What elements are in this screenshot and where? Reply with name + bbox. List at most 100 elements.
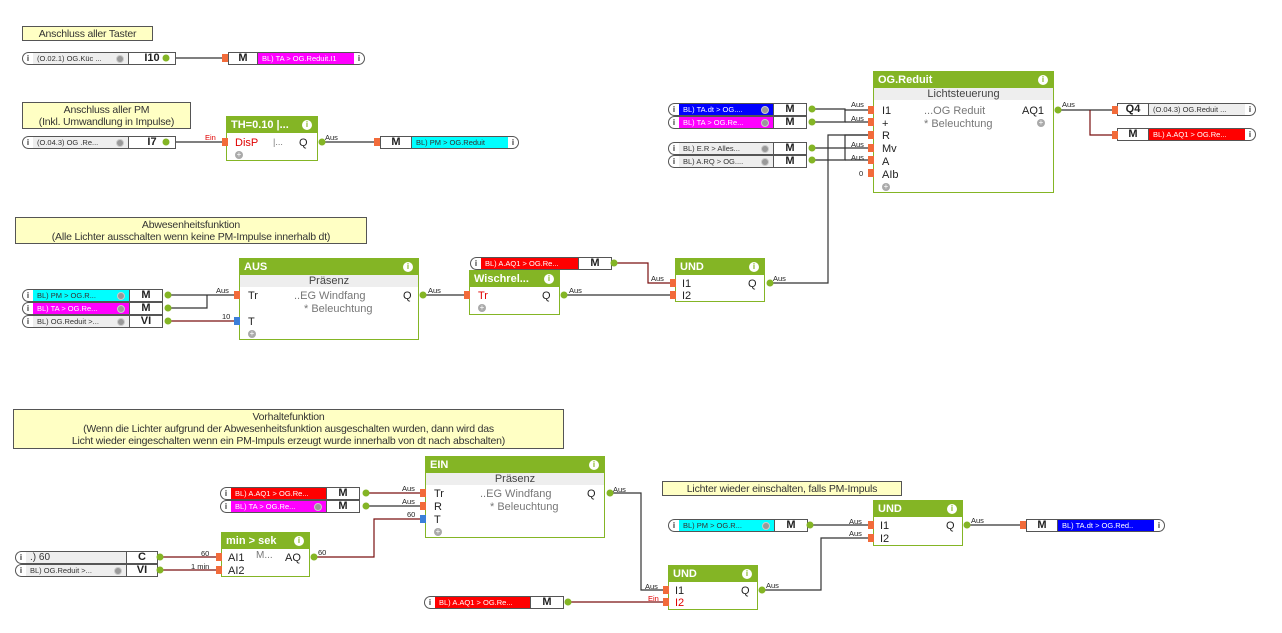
info-icon[interactable]: i bbox=[1245, 103, 1256, 116]
block-header[interactable]: Wischrel...i bbox=[470, 271, 559, 287]
info-icon[interactable]: i bbox=[742, 569, 752, 579]
add-output-icon[interactable]: + bbox=[1037, 118, 1045, 127]
input-ref-reduit-vi2[interactable]: i BL) OG.Reduit >... VI bbox=[15, 564, 158, 577]
output-connector[interactable] bbox=[362, 502, 370, 510]
input-pin-ai2[interactable]: AI2 bbox=[228, 565, 245, 577]
output-ref-q4[interactable]: Q4 (O.04.3) OG.Reduit ... i bbox=[1117, 103, 1256, 116]
info-icon[interactable]: i bbox=[22, 302, 33, 315]
input-ref-reduit-vi[interactable]: i BL) OG.Reduit >... VI bbox=[22, 315, 163, 328]
input-ref-i7[interactable]: i (O.04.3) OG .Re... I7 bbox=[22, 136, 176, 149]
input-pin-tr[interactable]: Tr bbox=[434, 488, 444, 500]
input-ref-aaq1-und3[interactable]: i BL) A.AQ1 > OG.Re... M bbox=[424, 596, 564, 609]
info-icon[interactable]: i bbox=[22, 289, 33, 302]
input-pin-i2[interactable]: I2 bbox=[682, 290, 692, 302]
block-header[interactable]: TH=0.10 |...i bbox=[227, 117, 317, 133]
info-icon[interactable]: i bbox=[220, 500, 231, 513]
input-pin-i2[interactable]: I2 bbox=[675, 597, 685, 609]
info-icon[interactable]: i bbox=[1245, 128, 1256, 141]
output-connector[interactable] bbox=[808, 105, 816, 113]
add-input-icon[interactable]: + bbox=[434, 527, 442, 536]
output-pin-aq[interactable]: AQ bbox=[285, 552, 301, 564]
info-icon[interactable]: i bbox=[15, 564, 26, 577]
input-pin-i1[interactable]: I1 bbox=[880, 520, 890, 532]
input-ref-const60[interactable]: i .) 60 C bbox=[15, 551, 158, 564]
info-icon[interactable]: i bbox=[947, 504, 957, 514]
info-icon[interactable]: i bbox=[749, 262, 759, 272]
info-icon[interactable]: i bbox=[668, 142, 679, 155]
output-ref-ta-reduit-i1[interactable]: M BL) TA > OG.Reduit.I1 i bbox=[228, 52, 365, 65]
output-pin-aq1[interactable]: AQ1 bbox=[1022, 105, 1045, 117]
output-pin-q[interactable]: Q bbox=[403, 290, 412, 302]
input-pin-t[interactable]: T bbox=[248, 316, 255, 328]
input-pin-t[interactable]: T bbox=[434, 514, 441, 526]
output-connector[interactable] bbox=[419, 291, 427, 299]
output-ref-pm-reduit[interactable]: M BL) PM > OG.Reduit i bbox=[380, 136, 519, 149]
input-pin-i1[interactable]: I1 bbox=[882, 105, 892, 117]
info-icon[interactable]: i bbox=[668, 519, 679, 532]
info-icon[interactable]: i bbox=[508, 136, 519, 149]
info-icon[interactable]: i bbox=[424, 596, 435, 609]
output-pin-q[interactable]: Q bbox=[587, 488, 596, 500]
add-input-icon[interactable]: + bbox=[248, 329, 256, 338]
info-icon[interactable]: i bbox=[470, 257, 481, 270]
output-pin-q[interactable]: Q bbox=[542, 290, 551, 302]
input-ref-pm-und2[interactable]: i BL) PM > OG.R... M bbox=[668, 519, 808, 532]
input-ref-tadt[interactable]: i BL) TA.dt > OG.... M bbox=[668, 103, 807, 116]
output-ref-tadt-reduit[interactable]: M BL) TA.dt > OG.Red.. i bbox=[1026, 519, 1165, 532]
output-connector[interactable] bbox=[164, 291, 172, 299]
input-ref-pm[interactable]: i BL) PM > OG.R... M bbox=[22, 289, 163, 302]
output-connector[interactable] bbox=[560, 291, 568, 299]
output-connector[interactable] bbox=[963, 521, 971, 529]
input-pin-i2[interactable]: I2 bbox=[880, 533, 890, 545]
info-icon[interactable]: i bbox=[22, 136, 33, 149]
info-icon[interactable]: i bbox=[668, 116, 679, 129]
info-icon[interactable]: i bbox=[22, 315, 33, 328]
output-connector[interactable] bbox=[362, 489, 370, 497]
input-pin-i1[interactable]: I1 bbox=[682, 278, 692, 290]
output-connector[interactable] bbox=[808, 156, 816, 164]
input-pin-i1[interactable]: I1 bbox=[675, 585, 685, 597]
output-connector[interactable] bbox=[310, 553, 318, 561]
info-icon[interactable]: i bbox=[302, 120, 312, 130]
info-icon[interactable]: i bbox=[668, 155, 679, 168]
output-connector[interactable] bbox=[164, 317, 172, 325]
output-connector[interactable] bbox=[808, 144, 816, 152]
info-icon[interactable]: i bbox=[544, 274, 554, 284]
add-input-icon[interactable]: + bbox=[478, 303, 486, 312]
input-pin-tr[interactable]: Tr bbox=[248, 290, 258, 302]
info-icon[interactable]: i bbox=[403, 262, 413, 272]
add-input-icon[interactable]: + bbox=[235, 150, 243, 159]
input-ref-arq[interactable]: i BL) A.RQ > OG.... M bbox=[668, 155, 807, 168]
input-pin-aib[interactable]: AIb bbox=[882, 169, 899, 181]
output-connector[interactable] bbox=[808, 118, 816, 126]
output-connector[interactable] bbox=[164, 304, 172, 312]
info-icon[interactable]: i bbox=[354, 52, 365, 65]
input-ref-ta-reduit[interactable]: i BL) TA > OG.Re... M bbox=[668, 116, 807, 129]
block-threshold[interactable]: TH=0.10 |...i DisP |... Q + bbox=[226, 116, 318, 161]
info-icon[interactable]: i bbox=[589, 460, 599, 470]
info-icon[interactable]: i bbox=[1154, 519, 1165, 532]
block-wischrelais[interactable]: Wischrel...i Tr Q + bbox=[469, 270, 560, 315]
input-ref-aaq1-und[interactable]: i BL) A.AQ1 > OG.Re... M bbox=[470, 257, 612, 270]
input-pin-disp[interactable]: DisP bbox=[235, 137, 259, 149]
input-ref-i10[interactable]: i (O.02.1) OG.Küc ... I10 bbox=[22, 52, 176, 65]
info-icon[interactable]: i bbox=[1038, 75, 1048, 85]
input-ref-aaq1-ein[interactable]: i BL) A.AQ1 > OG.Re... M bbox=[220, 487, 360, 500]
output-pin-q[interactable]: Q bbox=[299, 137, 308, 149]
info-icon[interactable]: i bbox=[22, 52, 33, 65]
input-pin-plus[interactable]: + bbox=[882, 118, 889, 130]
input-pin-a[interactable]: A bbox=[882, 156, 890, 168]
output-connector[interactable] bbox=[1054, 106, 1062, 114]
info-icon[interactable]: i bbox=[220, 487, 231, 500]
